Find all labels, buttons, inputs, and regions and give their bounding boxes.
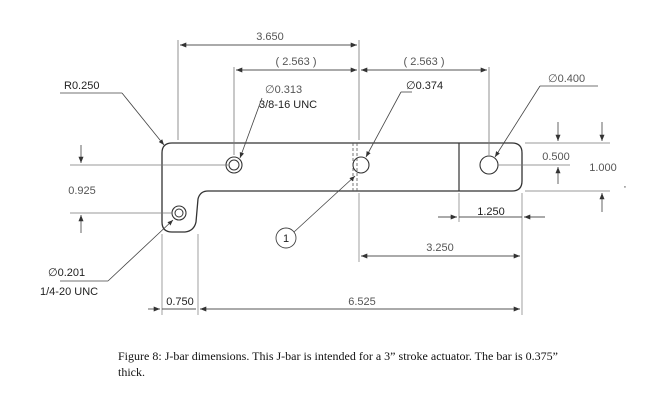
- dim-right-height-short-label: 0.500: [542, 151, 570, 163]
- figure-caption-line-2: actuator. The bar is 0.375” thick.: [118, 349, 558, 379]
- j-bar-outline: [161, 142, 523, 233]
- dim-overall-top: [177, 40, 360, 140]
- dim-right-spacing-label: ( 2.563 ): [404, 56, 445, 68]
- dim-height-offset: [70, 145, 228, 233]
- callout-radius-label: R0.250: [64, 80, 99, 92]
- hole-313: [225, 156, 243, 174]
- callout-hole-313-label: ∅0.313: [265, 84, 302, 96]
- callout-hole-400-label: ∅0.400: [548, 73, 585, 85]
- dim-right-span: [358, 193, 523, 262]
- item-balloon: [275, 175, 356, 249]
- dim-bottom: [148, 234, 523, 315]
- callout-hole-313: [239, 97, 263, 159]
- dim-overall-top-label: 3.650: [256, 31, 284, 43]
- hole-374: [352, 156, 370, 174]
- hole-400: [479, 155, 499, 175]
- callout-thread-14-label: 1/4-20 UNC: [40, 286, 98, 298]
- dim-height-offset-label: 0.925: [68, 185, 96, 197]
- hole-201: [171, 205, 187, 221]
- figure-caption-line-1: Figure 8: J-bar dimensions. This J-bar i…: [118, 349, 428, 363]
- dim-left-spacing: [233, 67, 357, 155]
- callout-thread-38-label: 3/8-16 UNC: [259, 99, 317, 111]
- dim-right-span-label: 3.250: [426, 242, 454, 254]
- item-balloon-label: 1: [283, 233, 289, 245]
- callout-hole-374: [365, 91, 412, 158]
- dim-left-spacing-label: ( 2.563 ): [276, 56, 317, 68]
- dim-left-edge-label: 0.750: [166, 296, 194, 308]
- dim-right-slot: [438, 193, 545, 222]
- callout-hole-201: [60, 219, 174, 282]
- callout-hole-400: [494, 85, 598, 158]
- dim-overall-bottom-label: 6.525: [348, 296, 376, 308]
- dim-right-heights: [498, 122, 610, 212]
- stray-mark: ·: [623, 181, 627, 193]
- dim-right-spacing: [361, 67, 490, 155]
- dim-right-height-full-label: 1.000: [589, 162, 617, 174]
- callout-hole-374-label: ∅0.374: [406, 80, 443, 92]
- callout-hole-201-label: ∅0.201: [48, 267, 85, 279]
- figure-caption: Figure 8: J-bar dimensions. This J-bar i…: [118, 348, 558, 380]
- callout-radius: [60, 92, 165, 146]
- dim-right-slot-label: 1.250: [477, 206, 505, 218]
